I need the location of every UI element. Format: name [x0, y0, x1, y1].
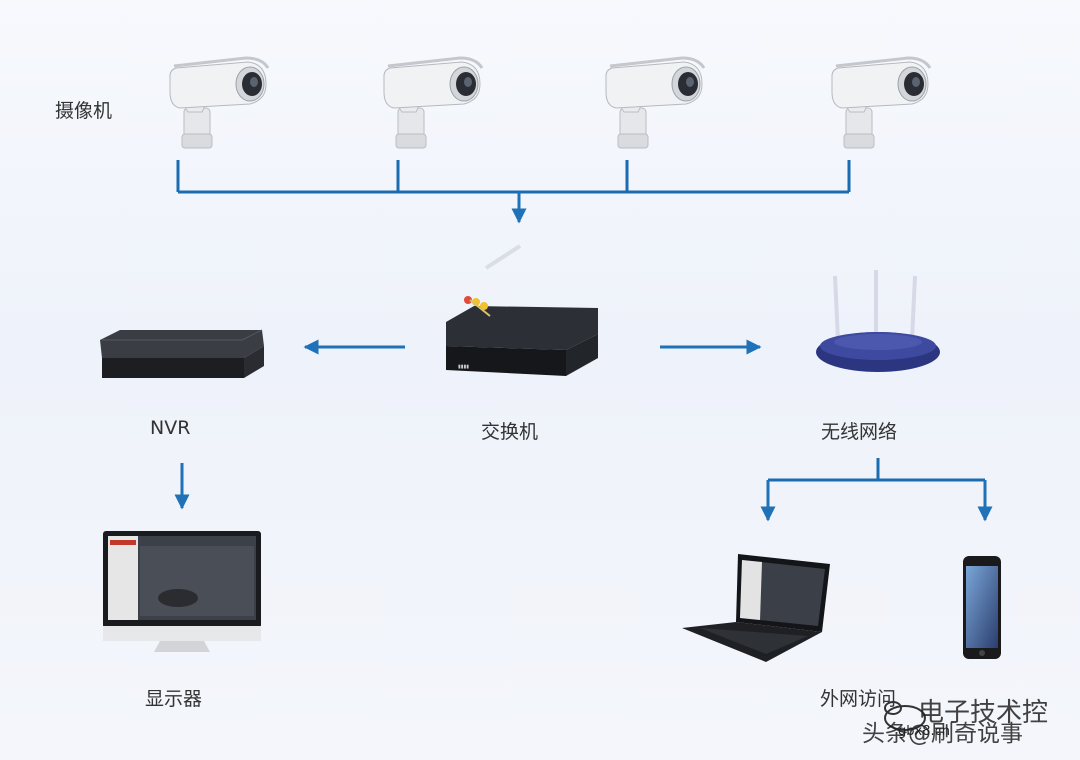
nvr-icon	[100, 329, 264, 378]
wireless-router-icon	[816, 270, 940, 372]
watermark-line2: 头条@刷奇说事	[862, 721, 1023, 747]
wireless-label: 无线网络	[821, 421, 898, 443]
camera-label: 摄像机	[55, 100, 113, 122]
watermark-line1: 电子技术控	[918, 698, 1049, 728]
cable-icon	[484, 244, 522, 270]
watermark-logo-icon	[884, 701, 926, 731]
watermark-url: gbx8.cn	[898, 724, 950, 739]
camera-bus-line	[176, 160, 851, 194]
laptop-icon	[682, 554, 830, 662]
monitor-icon	[103, 531, 261, 652]
network-switch-icon: ▮▮▮▮	[446, 296, 598, 376]
smartphone-icon	[963, 556, 1001, 659]
svg-text:▮▮▮▮: ▮▮▮▮	[458, 364, 469, 370]
nvr-label: NVR	[150, 417, 191, 439]
display-label: 显示器	[145, 688, 203, 710]
router-split-line	[768, 458, 985, 482]
switch-label: 交换机	[481, 421, 539, 443]
remote-access-label: 外网访问	[820, 688, 897, 710]
